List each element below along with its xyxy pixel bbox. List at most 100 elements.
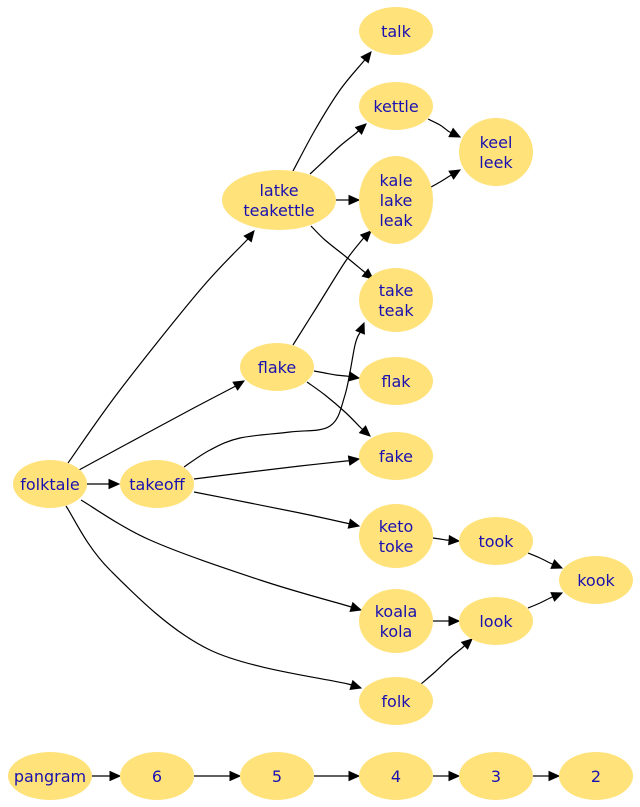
arrowhead bbox=[550, 559, 564, 569]
node-shape bbox=[240, 752, 314, 800]
arrowhead bbox=[361, 268, 374, 280]
edge-kale-to-keel bbox=[430, 169, 462, 188]
node-n4: 4 bbox=[359, 752, 433, 800]
arrowhead bbox=[550, 592, 564, 602]
edge-line bbox=[310, 225, 366, 274]
node-shape bbox=[359, 677, 433, 725]
arrowhead bbox=[448, 169, 462, 180]
node-folk: folk bbox=[359, 677, 433, 725]
node-label: keel bbox=[480, 133, 513, 152]
node-shape bbox=[120, 460, 194, 508]
node-took: took bbox=[459, 517, 533, 565]
node-shape bbox=[222, 170, 336, 230]
edge-line bbox=[292, 58, 366, 172]
node-label: 6 bbox=[152, 767, 162, 786]
node-shape bbox=[359, 7, 433, 55]
arrowhead bbox=[359, 230, 372, 243]
node-label: leek bbox=[479, 153, 513, 172]
node-shape bbox=[120, 752, 194, 800]
arrowhead bbox=[229, 770, 242, 782]
arrowhead bbox=[108, 478, 121, 490]
arrowhead bbox=[347, 455, 361, 466]
node-n6: 6 bbox=[120, 752, 194, 800]
edge-folktale-to-folk bbox=[65, 505, 363, 690]
node-label: took bbox=[478, 532, 514, 551]
node-shape bbox=[8, 752, 92, 800]
node-shape bbox=[459, 517, 533, 565]
edge-line bbox=[309, 130, 360, 175]
node-folktale: folktale bbox=[13, 460, 87, 508]
edge-takeoff-to-take bbox=[183, 321, 365, 468]
node-shape bbox=[13, 460, 87, 508]
edge-look-to-kook bbox=[527, 592, 564, 609]
edge-latke-to-talk bbox=[292, 51, 372, 172]
arrowhead bbox=[460, 638, 473, 650]
node-look: look bbox=[459, 597, 533, 645]
node-kettle: kettle bbox=[359, 82, 433, 130]
node-shape bbox=[559, 556, 633, 604]
node-shape bbox=[359, 82, 433, 130]
arrowhead bbox=[448, 615, 461, 627]
node-pangram: pangram bbox=[8, 752, 92, 800]
edge-keto-to-took bbox=[432, 534, 461, 546]
edge-line bbox=[306, 381, 363, 430]
node-shape bbox=[359, 268, 433, 332]
node-label: leak bbox=[379, 211, 413, 230]
node-label: teak bbox=[378, 301, 414, 320]
arrowhead bbox=[348, 770, 361, 782]
node-shape bbox=[359, 432, 433, 480]
edge-folktale-to-flake bbox=[78, 380, 246, 471]
arrowhead bbox=[358, 425, 371, 437]
edge-n4-to-n3 bbox=[432, 770, 461, 782]
node-label: folk bbox=[381, 692, 411, 711]
edge-folktale-to-latke bbox=[67, 230, 255, 464]
node-label: lake bbox=[380, 191, 413, 210]
edge-kettle-to-keel bbox=[427, 118, 462, 138]
edge-line bbox=[527, 552, 554, 565]
arrowhead bbox=[349, 601, 363, 612]
node-label: 5 bbox=[272, 767, 282, 786]
node-n3: 3 bbox=[459, 752, 533, 800]
node-shape bbox=[359, 504, 433, 568]
node-shape bbox=[359, 357, 433, 405]
edge-line bbox=[193, 459, 352, 480]
node-label: teakettle bbox=[243, 201, 314, 220]
node-label: kola bbox=[380, 622, 413, 641]
edge-line bbox=[313, 370, 350, 378]
edge-line bbox=[420, 645, 465, 685]
edge-line bbox=[527, 596, 554, 609]
node-shape bbox=[459, 118, 533, 186]
node-shape bbox=[559, 752, 633, 800]
node-label: takeoff bbox=[129, 475, 185, 494]
node-label: koala bbox=[375, 602, 418, 621]
edge-latke-to-kale bbox=[336, 194, 361, 206]
edge-latke-to-kettle bbox=[309, 123, 367, 175]
edge-line bbox=[430, 174, 452, 188]
node-n2: 2 bbox=[559, 752, 633, 800]
node-label: 3 bbox=[491, 767, 501, 786]
edge-n5-to-n4 bbox=[313, 770, 361, 782]
node-label: 2 bbox=[591, 767, 601, 786]
edge-latke-to-take bbox=[310, 225, 374, 280]
arrowhead bbox=[243, 230, 255, 243]
arrowhead bbox=[448, 534, 461, 546]
edge-line bbox=[193, 491, 352, 525]
node-label: flake bbox=[258, 358, 296, 377]
node-label: toke bbox=[379, 537, 414, 556]
edge-line bbox=[78, 385, 237, 471]
edge-took-to-kook bbox=[527, 552, 564, 569]
node-n5: 5 bbox=[240, 752, 314, 800]
edge-pangram-to-n6 bbox=[91, 770, 122, 782]
node-flak: flak bbox=[359, 357, 433, 405]
node-kook: kook bbox=[559, 556, 633, 604]
node-label: fake bbox=[379, 447, 413, 466]
arrowhead bbox=[232, 380, 246, 391]
node-label: pangram bbox=[14, 767, 86, 786]
edge-takeoff-to-keto bbox=[193, 491, 361, 529]
